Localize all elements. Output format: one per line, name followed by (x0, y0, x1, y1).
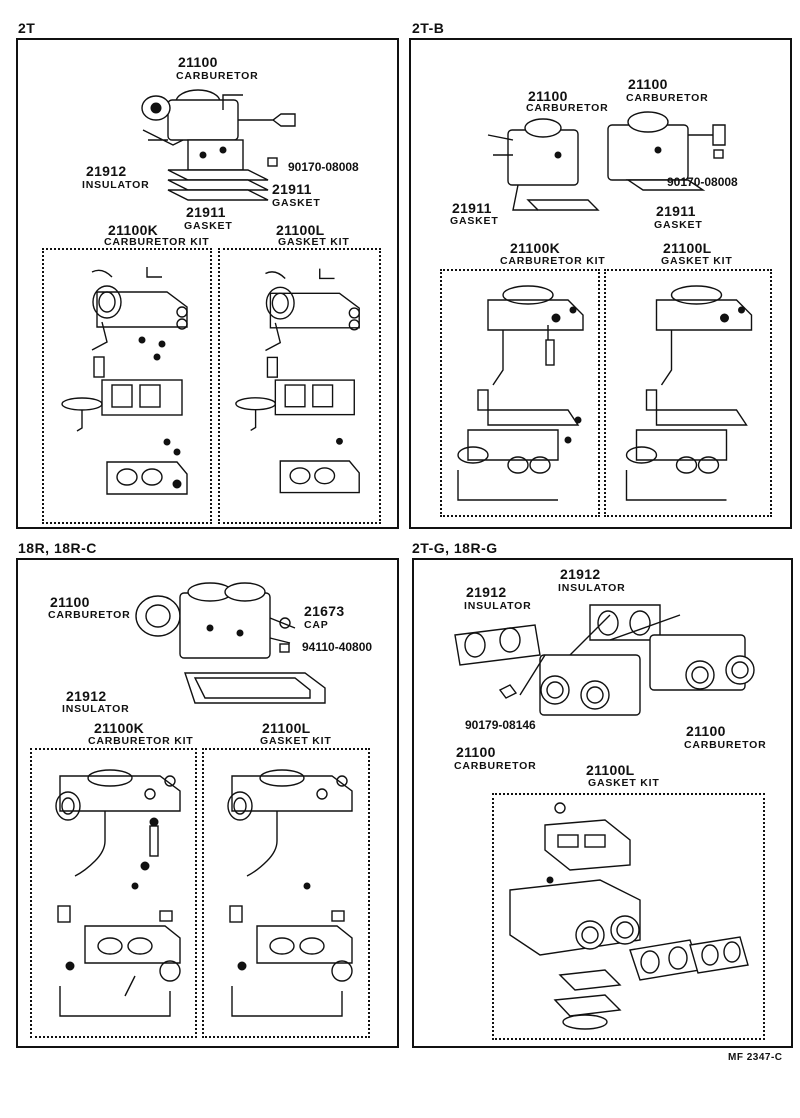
label-2t-insulator-name: INSULATOR (82, 179, 150, 191)
kit-box-2tg-gasket-kit (492, 793, 765, 1040)
kit-box-18r-carburetor-kit (30, 748, 197, 1038)
label-2tg-insulator2-name: INSULATOR (558, 582, 626, 594)
carburetor-2tb-illustration (487, 111, 726, 211)
label-2tg-carb2-name: CARBURETOR (454, 760, 537, 772)
kit-parts-2t-carburetor-illustration (61, 267, 188, 495)
panel-18r (16, 558, 399, 1048)
label-2t-bolt-pn: 90170-08008 (288, 160, 359, 174)
kit-parts-2tb-gasket-illustration (625, 285, 753, 501)
label-2tb-gasket-a-num: 21911 (452, 200, 492, 216)
kit-parts-18r-gasket-illustration (227, 769, 353, 1017)
panel-2tb (409, 38, 792, 529)
label-2t-gasket-b-name: GASKET (184, 220, 233, 232)
label-18r-kit-l-num: 21100L (262, 720, 311, 736)
label-2tb-gasket-b-name: GASKET (654, 219, 703, 231)
kit-parts-2tb-carburetor-illustration (457, 285, 584, 501)
label-2tb-carb1-name: CARBURETOR (526, 102, 609, 114)
label-18r-kit-k-name: CARBURETOR KIT (88, 735, 194, 747)
label-2t-kit-k-num: 21100K (108, 222, 159, 238)
label-2tb-gasket-a-name: GASKET (450, 215, 499, 227)
label-2tg-insulator1-num: 21912 (466, 584, 507, 600)
label-2t-carb-num: 21100 (178, 54, 218, 70)
label-18r-kit-k-num: 21100K (94, 720, 145, 736)
kit-box-2t-gasket-kit (218, 248, 381, 524)
label-2tb-carb2-num: 21100 (628, 76, 668, 92)
section-title-2t: 2T (18, 20, 36, 36)
label-2tg-insulator2-num: 21912 (560, 566, 601, 582)
label-2t-kit-l-name: GASKET KIT (278, 236, 350, 248)
kit-box-2t-carburetor-kit (42, 248, 212, 524)
label-2tg-kit-l-num: 21100L (586, 762, 635, 778)
panel-2t (16, 38, 399, 529)
figure-reference: MF 2347-C (728, 1052, 783, 1063)
label-2tb-kit-k-name: CARBURETOR KIT (500, 255, 606, 267)
section-title-2tg: 2T-G, 18R-G (412, 540, 498, 556)
label-2t-insulator-num: 21912 (86, 163, 127, 179)
label-2tg-carb2-num: 21100 (456, 744, 496, 760)
kit-box-2tb-gasket-kit (604, 269, 772, 517)
label-2t-gasket-a-name: GASKET (272, 197, 321, 209)
label-2tb-bolt-pn: 90170-08008 (667, 175, 738, 189)
kit-box-18r-gasket-kit (202, 748, 370, 1038)
kit-box-2tb-carburetor-kit (440, 269, 600, 517)
kit-parts-18r-carburetor-illustration (55, 769, 181, 1017)
label-2t-kit-k-name: CARBURETOR KIT (104, 236, 210, 248)
label-2tb-gasket-b-num: 21911 (656, 203, 696, 219)
label-2tg-kit-l-name: GASKET KIT (588, 777, 660, 789)
label-2t-gasket-a-num: 21911 (272, 181, 312, 197)
label-18r-insulator-name: INSULATOR (62, 703, 130, 715)
carburetor-2tg-illustration (454, 604, 755, 716)
label-2tb-kit-k-num: 21100K (510, 240, 561, 256)
label-2tb-kit-l-name: GASKET KIT (661, 255, 733, 267)
label-18r-cap-name: CAP (304, 619, 329, 631)
label-2t-kit-l-num: 21100L (276, 222, 325, 238)
label-2t-carb-name: CARBURETOR (176, 70, 259, 82)
label-2tb-carb2-name: CARBURETOR (626, 92, 709, 104)
label-18r-kit-l-name: GASKET KIT (260, 735, 332, 747)
section-title-18r: 18R, 18R-C (18, 540, 97, 556)
carburetor-18r-illustration (135, 582, 326, 704)
label-2tb-kit-l-num: 21100L (663, 240, 712, 256)
label-2tg-insulator1-name: INSULATOR (464, 600, 532, 612)
kit-parts-2tg-gasket-illustration (509, 802, 749, 1030)
label-18r-insulator-num: 21912 (66, 688, 107, 704)
label-18r-carb-name: CARBURETOR (48, 609, 131, 621)
label-18r-cap-num: 21673 (304, 603, 345, 619)
label-2tg-carb1-num: 21100 (686, 723, 726, 739)
kit-parts-2t-gasket-illustration (235, 268, 360, 494)
label-18r-bolt-pn: 94110-40800 (302, 640, 373, 654)
label-2tb-carb1-num: 21100 (528, 88, 568, 104)
panel-2tg (412, 558, 793, 1048)
label-2t-gasket-b-num: 21911 (186, 204, 226, 220)
label-2tg-nut-pn: 90179-08146 (465, 718, 536, 732)
section-title-2tb: 2T-B (412, 20, 445, 36)
label-2tg-carb1-name: CARBURETOR (684, 739, 767, 751)
carburetor-2t-illustration (141, 89, 296, 201)
label-18r-carb-num: 21100 (50, 594, 90, 610)
